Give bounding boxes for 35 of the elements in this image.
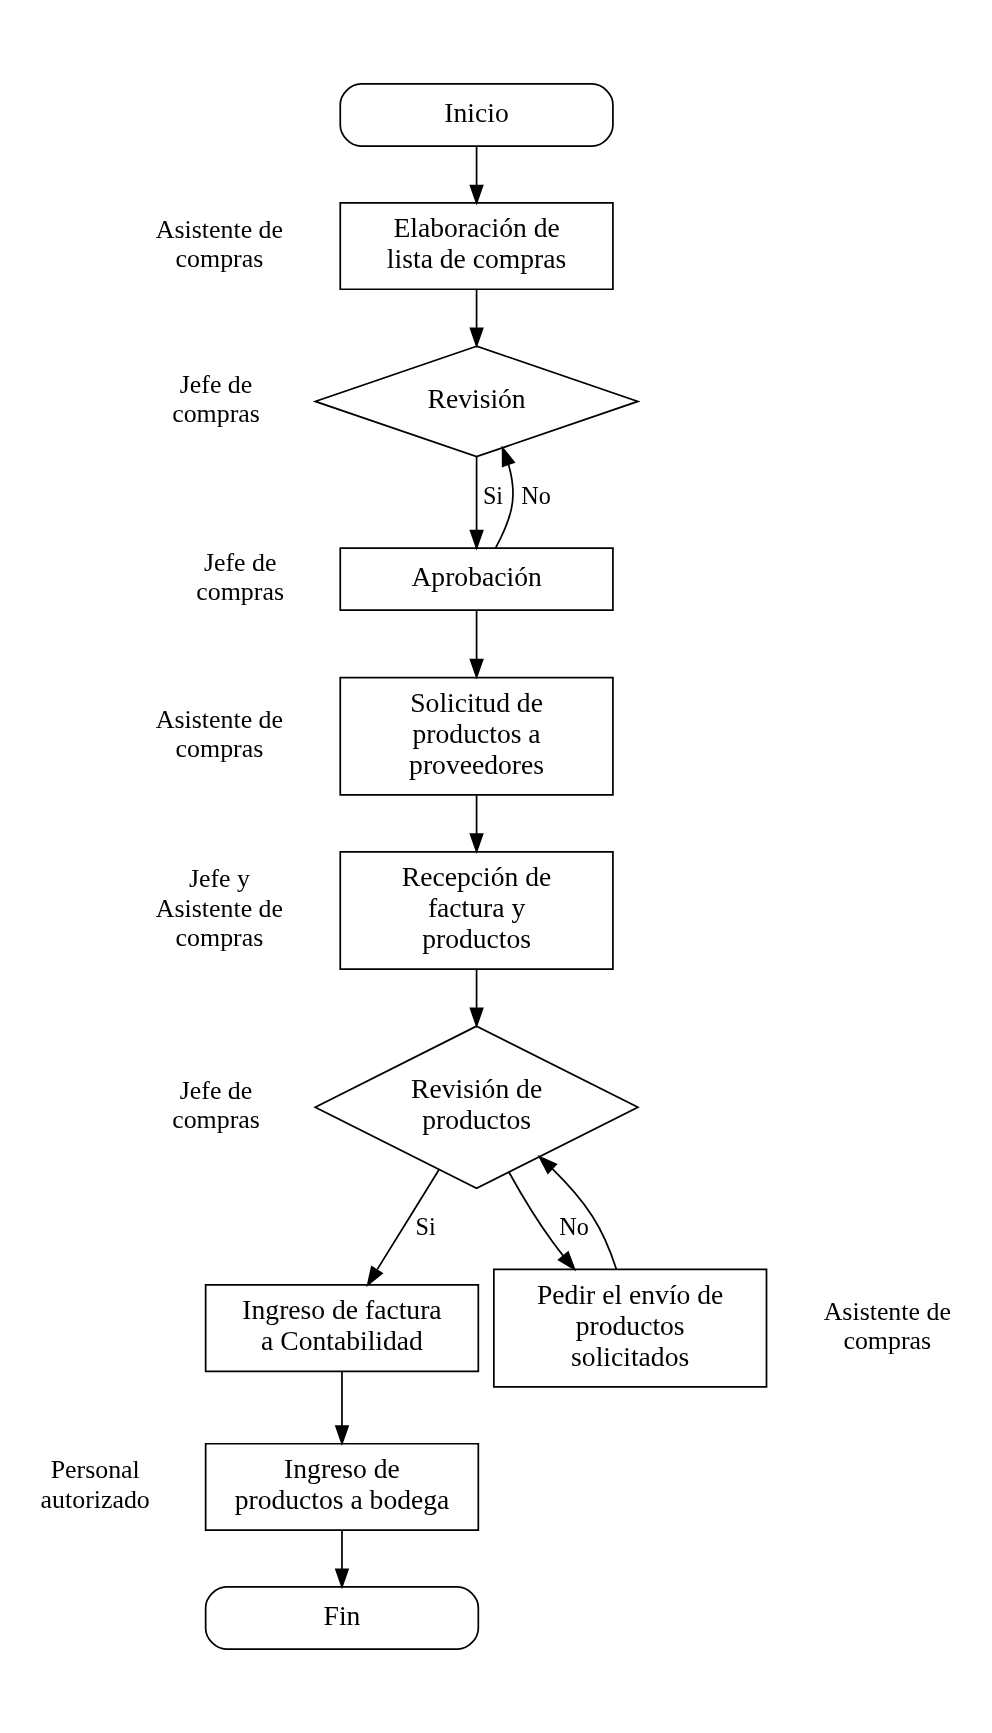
arrow [469,794,484,854]
edge-label: No [521,481,551,509]
node-box: Pedir el envío de productos solicitados [492,1268,768,1388]
node-label: Jefe de compras [196,547,284,606]
arrow [508,1171,577,1272]
node-diamond: Revisión de productos [313,1025,640,1190]
node-box: Inicio [339,83,614,147]
node-label: Asistente de compras [823,1296,951,1355]
edge-label: Si [415,1213,436,1241]
node-box: Recepción de factura y productos [339,850,614,971]
node-label: Personal autorizado [40,1455,150,1514]
arrow [469,609,484,680]
arrow [469,456,484,551]
node-box: Aprobación [339,547,614,612]
arrow [334,1529,350,1590]
node-label: Jefe de compras [172,369,260,429]
node-label: Asistente de compras [155,704,284,763]
arrow [366,1168,440,1287]
node-box: Fin [204,1586,480,1650]
arrow [537,1155,618,1271]
node-box: Ingreso de factura a Contabilidad [204,1284,480,1373]
node-diamond: Revisión [312,345,641,458]
edge-label: Si [482,481,504,509]
arrow [469,288,484,349]
node-box: Elaboración de lista de compras [339,202,614,291]
arrow [334,1370,350,1447]
edge-label: No [559,1213,589,1241]
arrow [494,445,516,549]
node-label: Jefe y Asistente de compras [155,864,284,952]
node-label: Jefe de compras [172,1075,260,1134]
arrow [469,968,484,1029]
node-box: Solicitud de productos a proveedores [339,676,614,796]
node-box: Ingreso de productos a bodega [204,1442,480,1531]
arrow [469,145,484,206]
node-label: Asistente de compras [155,214,284,273]
